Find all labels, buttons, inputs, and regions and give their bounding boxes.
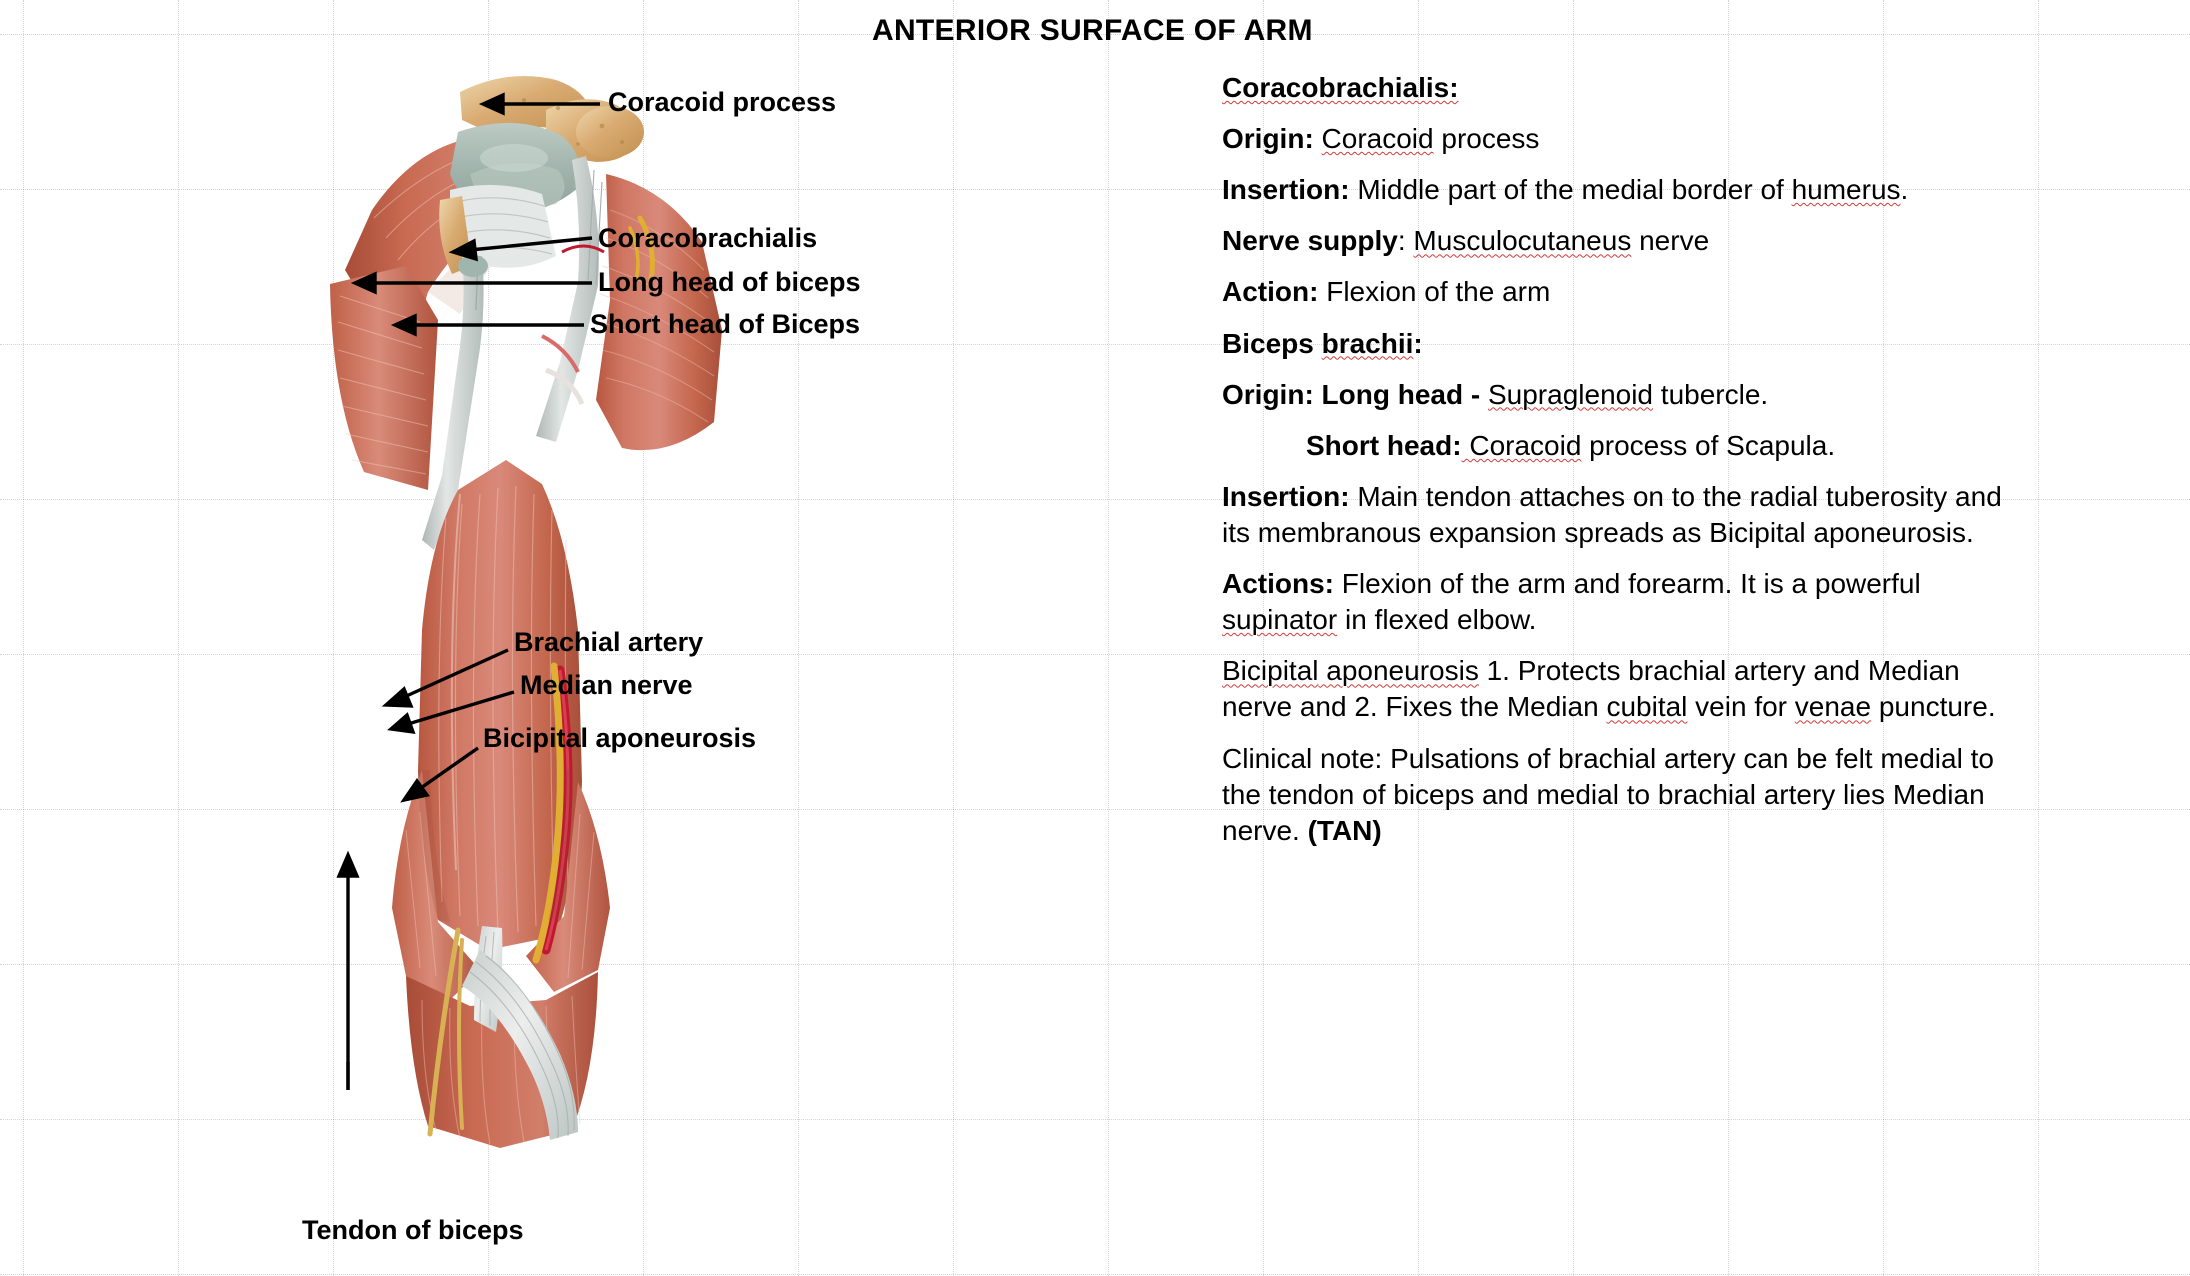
note-biceps-brachii-heading: Biceps brachii: (1222, 327, 1423, 359)
label-brachial-artery: Brachial artery (514, 627, 704, 657)
note-bb-actions: Actions: Flexion of the arm and forearm.… (1222, 568, 1921, 636)
note-cb-nerve-supply: Nerve supply: Musculocutaneus nerve (1222, 225, 1710, 257)
label-short-head-of-biceps: Short head of Biceps (590, 309, 861, 339)
label-median-nerve: Median nerve (520, 670, 693, 700)
label-long-head-of-biceps: Long head of biceps (598, 267, 861, 297)
label-tendon-of-biceps: Tendon of biceps (302, 1215, 524, 1245)
note-cb-origin: Origin: Coracoid process (1222, 123, 1540, 155)
note-bicipital-aponeurosis-functions: Bicipital aponeurosis 1. Protects brachi… (1222, 655, 1996, 723)
label-coracoid-process: Coracoid process (608, 87, 837, 117)
label-coracobrachialis: Coracobrachialis (598, 223, 818, 253)
page-title: ANTERIOR SURFACE OF ARM (872, 14, 1313, 47)
note-cb-insertion: Insertion: Middle part of the medial bor… (1222, 174, 1909, 206)
note-bb-origin-long-head: Origin: Long head - Supraglenoid tubercl… (1222, 378, 1769, 410)
label-bicipital-aponeurosis: Bicipital aponeurosis (483, 723, 757, 753)
note-coracobrachialis-heading: Coracobrachialis: (1222, 72, 1459, 103)
notes-column: Coracobrachialis: Origin: Coracoid proce… (1222, 70, 2032, 864)
note-cb-action: Action: Flexion of the arm (1222, 276, 1551, 308)
note-bb-origin-short-head: Short head: Coracoid process of Scapula. (1306, 429, 1836, 461)
note-bb-insertion: Insertion: Main tendon attaches on to th… (1222, 480, 2002, 548)
note-clinical: Clinical note: Pulsations of brachial ar… (1222, 742, 1994, 846)
anatomy-illustration (310, 70, 730, 1165)
